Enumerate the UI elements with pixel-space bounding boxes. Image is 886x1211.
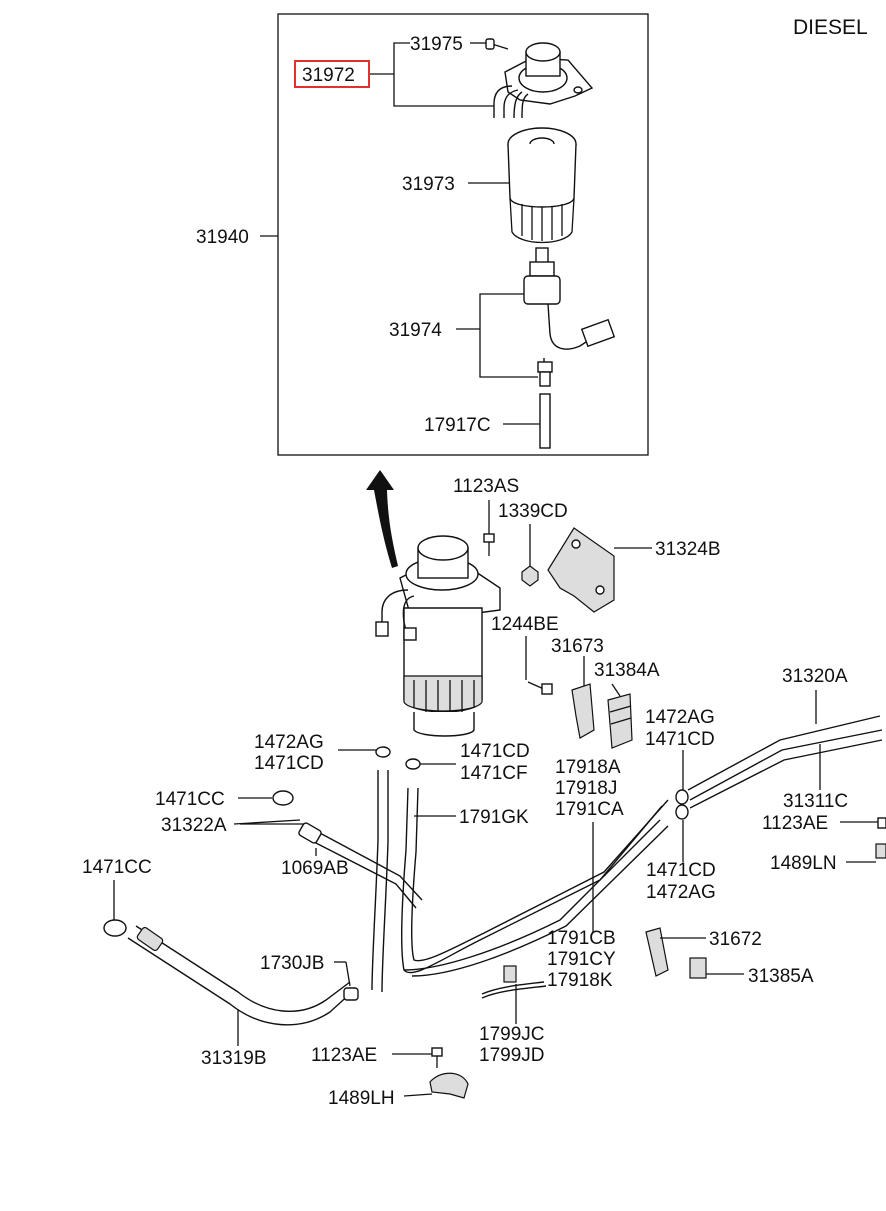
label-17918a[interactable]: 17918A (555, 757, 621, 778)
label-1472ag-left[interactable]: 1472AG (254, 732, 324, 753)
label-1471cd-left[interactable]: 1471CD (254, 753, 324, 774)
label-31672[interactable]: 31672 (709, 929, 762, 950)
clamp-1489ln-drawing[interactable] (875, 843, 886, 859)
engine-type-label: DIESEL (793, 16, 868, 39)
bracket-31672-drawing[interactable] (645, 927, 669, 977)
label-1471cf[interactable]: 1471CF (460, 763, 528, 784)
label-1489ln[interactable]: 1489LN (770, 853, 837, 874)
label-1799jd[interactable]: 1799JD (479, 1045, 545, 1066)
label-31385a[interactable]: 31385A (748, 966, 814, 987)
selected-part-highlight[interactable] (294, 60, 370, 88)
label-1730jb[interactable]: 1730JB (260, 953, 324, 974)
drain-tube-17917c-drawing[interactable] (539, 393, 551, 449)
label-1791cy[interactable]: 1791CY (547, 949, 616, 970)
label-1791gk[interactable]: 1791GK (459, 807, 529, 828)
main-leader-lines (113, 500, 878, 1097)
label-1123ae-lower[interactable]: 1123AE (311, 1045, 377, 1066)
label-1123as[interactable]: 1123AS (453, 476, 519, 497)
label-31324b[interactable]: 31324B (655, 539, 721, 560)
filter-head-31972-drawing[interactable] (493, 42, 594, 119)
label-17917c[interactable]: 17917C (424, 415, 491, 436)
label-1069ab[interactable]: 1069AB (281, 858, 349, 879)
label-31975[interactable]: 31975 (410, 34, 463, 55)
label-1489lh[interactable]: 1489LH (328, 1088, 395, 1109)
bolt-1123as-drawing[interactable] (483, 533, 495, 556)
label-1472ag-upper[interactable]: 1472AG (645, 707, 715, 728)
label-1244be[interactable]: 1244BE (491, 614, 559, 635)
label-17918k[interactable]: 17918K (547, 970, 613, 991)
filter-assembly-inset-box (277, 13, 649, 456)
label-31384a[interactable]: 31384A (594, 660, 660, 681)
clamps-drawing[interactable] (272, 746, 689, 844)
label-1471cd-lower[interactable]: 1471CD (646, 860, 716, 881)
label-1791cb[interactable]: 1791CB (547, 928, 616, 949)
filter-element-31973-drawing[interactable] (507, 127, 577, 244)
label-31973[interactable]: 31973 (402, 174, 455, 195)
label-1799jc[interactable]: 1799JC (479, 1024, 545, 1045)
label-1471cd-upper[interactable]: 1471CD (645, 729, 715, 750)
nut-1339cd-drawing[interactable] (521, 565, 539, 587)
label-1471cc-upper[interactable]: 1471CC (155, 789, 225, 810)
label-31320a[interactable]: 31320A (782, 666, 848, 687)
water-sensor-31974-drawing[interactable] (523, 247, 616, 387)
label-31972[interactable]: 31972 (302, 65, 355, 86)
detail-arrow-icon (366, 470, 398, 568)
bracket-31324b-drawing[interactable] (547, 527, 615, 613)
label-31322a[interactable]: 31322A (161, 815, 227, 836)
bracket-31673-drawing[interactable] (571, 683, 595, 739)
label-31974[interactable]: 31974 (389, 320, 442, 341)
inset-leader-lines (260, 42, 540, 425)
label-17918j[interactable]: 17918J (555, 778, 617, 799)
label-31311c[interactable]: 31311C (783, 791, 848, 812)
hose-31319b-drawing[interactable] (103, 919, 359, 1026)
label-1472ag-lower[interactable]: 1472AG (646, 882, 716, 903)
clamp-1489lh-drawing[interactable] (429, 1072, 469, 1099)
label-1471cd-mid[interactable]: 1471CD (460, 741, 530, 762)
bolt-1123ae-right-drawing[interactable] (877, 817, 886, 829)
label-31673[interactable]: 31673 (551, 636, 604, 657)
label-1123ae-right[interactable]: 1123AE (762, 813, 828, 834)
label-1791ca[interactable]: 1791CA (555, 799, 624, 820)
label-1471cc-lower[interactable]: 1471CC (82, 857, 152, 878)
screw-31975-drawing[interactable] (485, 38, 509, 50)
clip-31385a-drawing[interactable] (689, 957, 707, 979)
band-1799jc-drawing[interactable] (481, 965, 547, 999)
label-31319b[interactable]: 31319B (201, 1048, 267, 1069)
bolt-1123ae-drawing[interactable] (431, 1047, 443, 1068)
clip-31384a-drawing[interactable] (607, 693, 633, 749)
fuel-filter-assembly-drawing[interactable] (375, 535, 501, 737)
label-1339cd[interactable]: 1339CD (498, 501, 568, 522)
fuel-hoses-drawing[interactable] (313, 715, 883, 993)
bolt-1244be-drawing[interactable] (527, 681, 553, 695)
label-31940[interactable]: 31940 (196, 227, 249, 248)
